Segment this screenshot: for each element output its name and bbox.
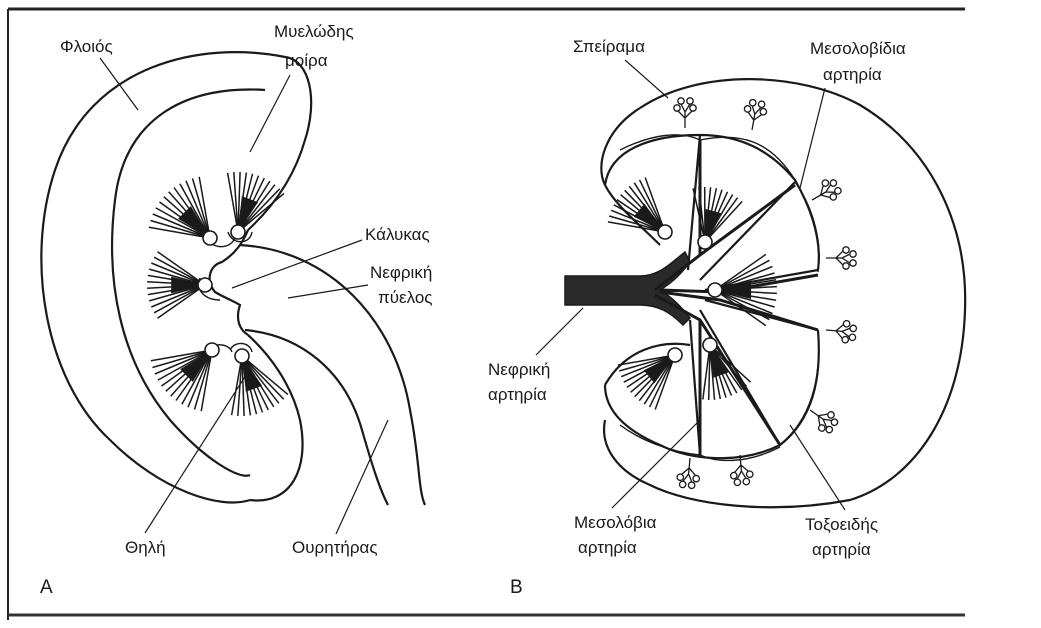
label-medulla-line2: μοίρα (285, 51, 328, 70)
papilla-tip (703, 338, 717, 352)
pyramid-lower-right (232, 349, 288, 416)
papilla-tip (708, 283, 722, 297)
label-papilla: Θηλή (125, 538, 166, 557)
glomerulus-loop (743, 478, 750, 485)
papilla-tip (231, 225, 245, 239)
label-glomerulus: Σπείραμα (573, 37, 645, 56)
label-cortex: Φλοιός (60, 37, 113, 56)
glomerulus-loop (677, 474, 684, 481)
pyramid-b-lower-left (618, 348, 682, 410)
leader-cortex (100, 58, 138, 110)
glomerulus-tuft (825, 319, 857, 344)
glomerulus-loop (693, 475, 700, 482)
glomerulus-tuft (741, 98, 768, 132)
pyramid-lower-left (151, 343, 219, 411)
glomerulus-loop (679, 481, 686, 488)
ureter-inner (245, 330, 388, 505)
label-arcuate-line1: Τοξοειδής (805, 515, 878, 534)
pyramid-b-lower-right (703, 338, 751, 400)
glomerulus-loop (843, 247, 849, 253)
label-interlobar-line1: Μεσολόβια (574, 513, 657, 532)
glomerulus-loop (843, 263, 849, 269)
papilla-tip (658, 225, 672, 239)
papilla-tip (203, 231, 217, 245)
glomerulus-loop (850, 251, 856, 257)
label-renal-artery-line2: αρτηρία (488, 385, 547, 404)
label-arcuate-line2: αρτηρία (812, 540, 871, 559)
glomerulus-loop (821, 179, 830, 188)
glomerulus-loop (688, 482, 695, 489)
leader-renal-artery (536, 308, 583, 355)
papilla-tip (198, 278, 212, 292)
label-interlobular-line1: Μεσολοβίδια (810, 39, 906, 58)
leader-ureter (336, 420, 388, 534)
glomerulus-loop (850, 325, 857, 332)
interlobar-septa (688, 135, 818, 455)
label-pelvis-line1: Νεφρική (370, 263, 432, 282)
label-interlobar-line2: αρτηρία (578, 538, 637, 557)
interlobar-arteries (655, 140, 818, 455)
glomerulus-loop (827, 410, 836, 419)
label-medulla-line1: Μυελώδης (274, 22, 354, 41)
panel-b-kidney-vasculature (565, 79, 965, 507)
glomerulus-loop (749, 99, 756, 106)
leader-glomerulus (625, 60, 668, 98)
glomerulus-tuft (676, 457, 701, 489)
upper-lobe-outline (248, 57, 311, 230)
pyramid-upper-left (149, 177, 217, 245)
papilla-tip (235, 349, 249, 363)
glomerulus-loop (842, 336, 849, 343)
glomerulus-loop (843, 320, 850, 327)
leader-pelvis (288, 285, 368, 298)
glomerulus-loop (687, 98, 693, 104)
panel-a-kidney-section (41, 52, 425, 505)
glomerulus-tuft (826, 247, 856, 269)
glomerulus-loop (758, 101, 765, 108)
label-pelvis-line2: πύελος (378, 288, 433, 307)
glomerulus-loop (830, 418, 839, 427)
glomerulus-loop (674, 105, 680, 111)
lower-lobe-outline (248, 335, 303, 500)
glomerulus-tuft (674, 98, 696, 128)
leader-calyx (232, 240, 362, 288)
papilla-tip (668, 348, 682, 362)
leader-papilla (145, 372, 248, 533)
glomerulus-loop (849, 334, 856, 341)
glomerulus-loop (746, 471, 753, 478)
pyramid-middle (147, 252, 212, 319)
renal-artery-trunk (565, 252, 690, 325)
pyramid-upper-right (228, 172, 284, 239)
glomerulus-tuft (806, 175, 843, 209)
panel-letter-b: B (510, 577, 523, 598)
leader-medulla (250, 75, 290, 152)
leader-interlobar (612, 420, 700, 508)
label-renal-artery-line1: Νεφρική (488, 360, 550, 379)
leader-interlobular (800, 88, 825, 188)
glomerulus-loop (850, 260, 856, 266)
glomerulus-loop (678, 98, 684, 104)
glomerulus-loop (760, 108, 767, 115)
panel-letter-a: A (40, 577, 53, 598)
label-ureter: Ουρητήρας (292, 538, 378, 557)
pyramid-b-upper-left (608, 178, 672, 240)
glomerulus-loop (744, 105, 751, 112)
glomerulus-loop (730, 472, 737, 479)
leader-arcuate (790, 425, 845, 510)
label-interlobular-line2: αρτηρία (823, 65, 882, 84)
label-calyx: Κάλυκας (365, 225, 430, 244)
glomerulus-loop (734, 479, 741, 486)
papilla-tip (205, 343, 219, 357)
papilla-tip (698, 235, 712, 249)
glomerulus-loop (690, 105, 696, 111)
